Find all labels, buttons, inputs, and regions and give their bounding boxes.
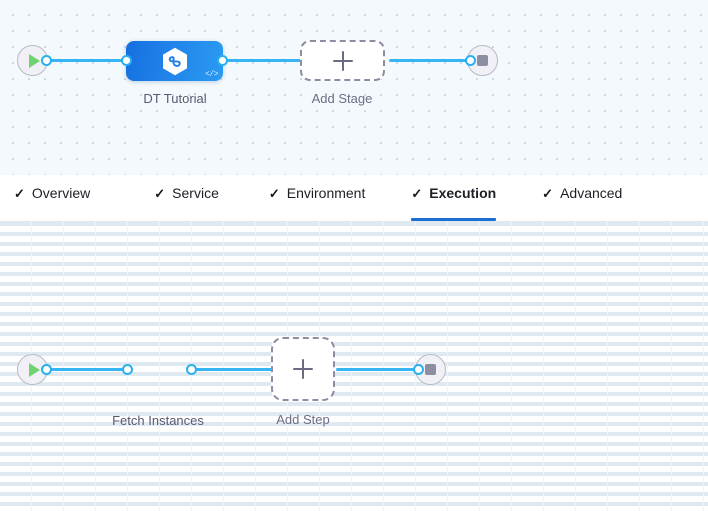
stage-node-dt-tutorial[interactable]: </> (126, 41, 223, 81)
code-marker-icon: </> (205, 70, 218, 79)
edge-start-to-stage (44, 59, 128, 62)
play-icon (28, 53, 40, 68)
check-icon: ✓ (542, 185, 554, 201)
plus-icon (332, 50, 353, 71)
execution-start-output-port[interactable] (41, 364, 52, 375)
edge-step-to-add-step (190, 368, 272, 371)
tab-overview-label: Overview (31, 185, 91, 201)
step-output-port[interactable] (186, 364, 197, 375)
tab-overview[interactable]: ✓ Overview (14, 177, 90, 221)
check-icon: ✓ (268, 185, 280, 201)
tab-execution-label: Execution (429, 185, 497, 201)
tab-service-label: Service (172, 185, 219, 201)
check-icon: ✓ (154, 185, 166, 201)
tab-advanced[interactable]: ✓ Advanced (542, 177, 622, 221)
add-step-button[interactable] (271, 337, 335, 401)
play-icon (28, 362, 40, 377)
step-input-port[interactable] (122, 364, 133, 375)
add-step-label: Add Step (276, 412, 330, 427)
tab-environment-label: Environment (286, 185, 366, 201)
stop-icon (425, 364, 436, 375)
add-stage-button[interactable] (300, 40, 385, 81)
edge-stage-to-add-stage (220, 59, 304, 62)
execution-end-input-port[interactable] (413, 364, 424, 375)
stop-icon (477, 55, 488, 66)
stage-input-port[interactable] (121, 55, 132, 66)
stage-output-port[interactable] (217, 55, 228, 66)
step-label: Fetch Instances (112, 413, 204, 428)
edge-add-stage-to-end (389, 59, 474, 62)
start-output-port[interactable] (41, 55, 52, 66)
edge-add-step-to-end (336, 368, 422, 371)
stage-label: DT Tutorial (143, 91, 207, 106)
tab-execution[interactable]: ✓ Execution (411, 177, 496, 221)
end-input-port[interactable] (465, 55, 476, 66)
edge-start-to-step (44, 368, 129, 371)
tab-environment[interactable]: ✓ Environment (269, 177, 366, 221)
tab-advanced-label: Advanced (560, 185, 623, 201)
execution-step-canvas[interactable]: </> Fetch Instances Add Step (0, 222, 708, 511)
add-stage-label: Add Stage (311, 91, 373, 106)
check-icon: ✓ (411, 185, 423, 201)
plus-icon (293, 359, 313, 379)
stage-canvas[interactable]: </> DT Tutorial Add Stage (0, 0, 708, 175)
harness-hexagon-icon (162, 47, 187, 75)
tab-service[interactable]: ✓ Service (154, 177, 219, 221)
check-icon: ✓ (14, 185, 25, 201)
execution-tabbar: ✓ Overview ✓ Service ✓ Environment ✓ Exe… (0, 177, 708, 222)
